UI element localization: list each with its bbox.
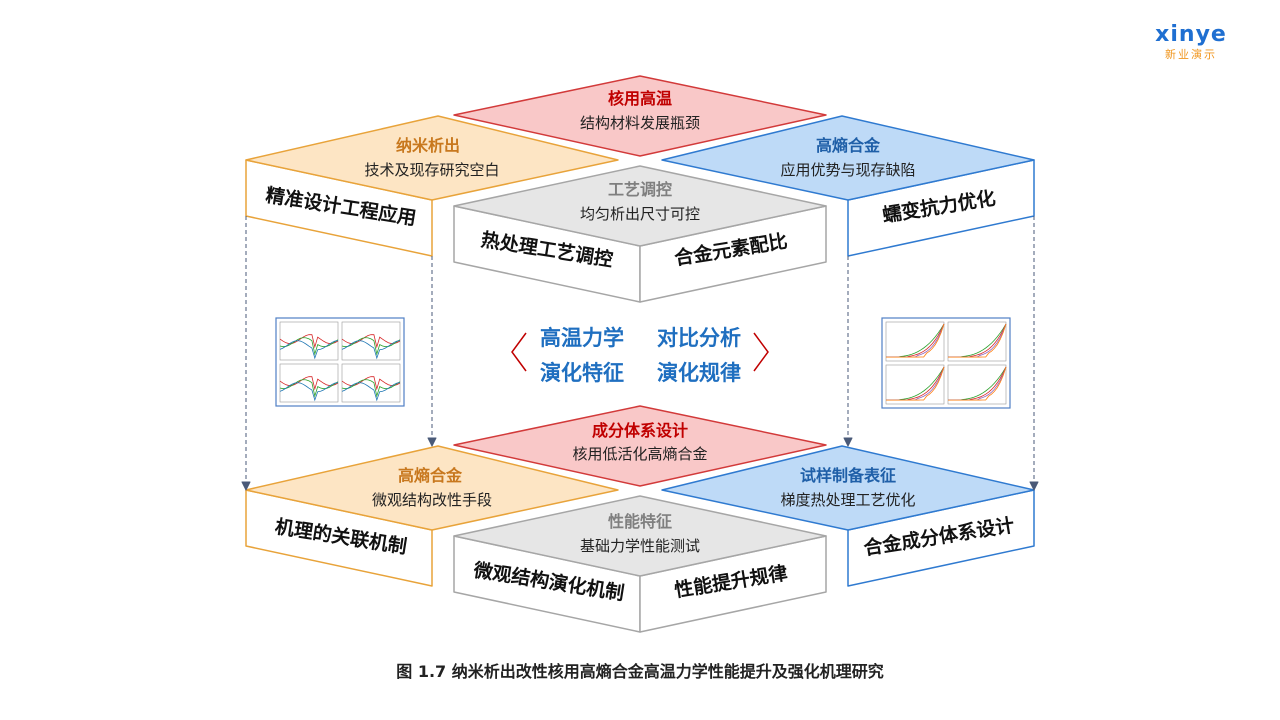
top-blue-title: 高熵合金 [816,136,881,155]
bottom-orange-title: 高熵合金 [398,466,463,485]
arrowhead-0 [241,481,251,491]
top-blue-subtitle: 应用优势与现存缺陷 [780,161,915,179]
bottom-red-title: 成分体系设计 [592,421,688,440]
thumbnail-spectra-chart [275,317,405,407]
top-orange-subtitle: 技术及现存研究空白 [364,161,499,179]
bottom-orange-top [245,445,619,531]
top-red-title: 核用高温 [608,89,672,108]
xinye-logo: xinye 新业演示 [1146,22,1236,62]
bottom-gray-subtitle: 基础力学性能测试 [580,537,700,555]
bottom-red-subtitle: 核用低活化高熵合金 [572,445,707,463]
center-text-4: 演化规律 [657,361,741,385]
center-text-1: 高温力学 [540,326,624,350]
center-bracket-left [511,332,527,372]
top-gray-top [453,165,827,247]
top-gray-subtitle: 均匀析出尺寸可控 [580,205,700,223]
bottom-red-top [453,405,827,487]
center-text-3: 演化特征 [540,361,624,385]
logo-wordmark: xinye [1155,22,1227,47]
top-orange-title: 纳米析出 [396,136,460,155]
thumbnail-creep-curves-chart [881,317,1011,409]
bottom-blue-title: 试样制备表征 [800,466,896,485]
logo-tagline: 新业演示 [1165,48,1217,61]
arrowhead-2 [843,437,853,447]
center-bracket-right [753,332,769,372]
bottom-orange-subtitle: 微观结构改性手段 [372,491,492,509]
bottom-gray-title: 性能特征 [608,512,672,531]
center-text-2: 对比分析 [657,326,741,350]
figure-caption: 图 1.7 纳米析出改性核用高熵合金高温力学性能提升及强化机理研究 [396,662,884,681]
bottom-blue-subtitle: 梯度热处理工艺优化 [780,491,915,509]
bottom-gray-top [453,495,827,577]
top-red-top [453,75,827,157]
top-gray-title: 工艺调控 [608,180,672,199]
arrowhead-3 [1029,481,1039,491]
top-orange-top [245,115,619,201]
top-blue-top [661,115,1035,201]
arrowhead-1 [427,437,437,447]
top-red-subtitle: 结构材料发展瓶颈 [580,114,700,132]
